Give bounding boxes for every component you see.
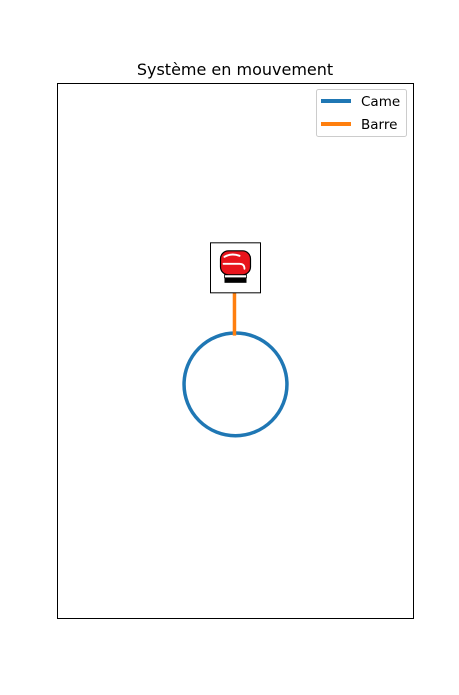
chart-title: Système en mouvement xyxy=(137,60,333,79)
legend: Came Barre xyxy=(316,89,407,137)
legend-came-label: Came xyxy=(361,94,400,110)
came-circle xyxy=(182,331,289,438)
plot-frame xyxy=(57,83,414,619)
boxing-glove-icon xyxy=(210,242,261,294)
plot-area xyxy=(182,242,289,438)
legend-barre-label: Barre xyxy=(361,117,397,133)
